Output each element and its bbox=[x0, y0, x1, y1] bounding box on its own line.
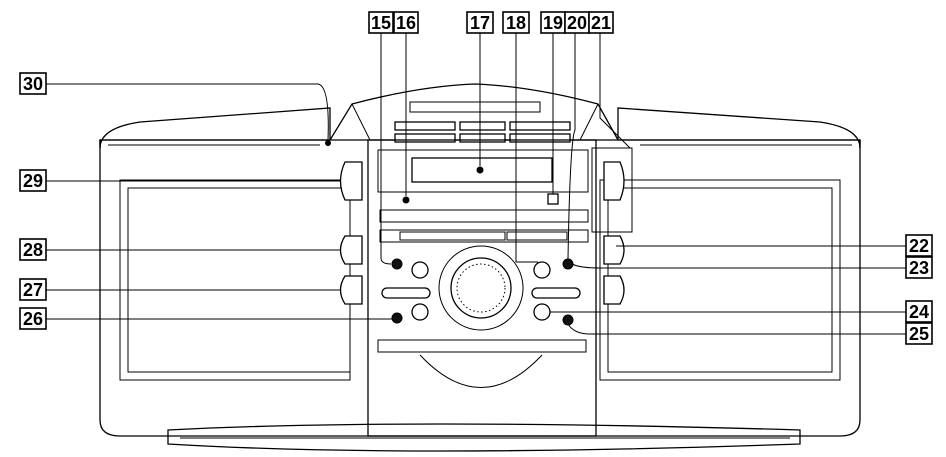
body-outline bbox=[99, 139, 861, 437]
lcd-display bbox=[411, 157, 553, 183]
callout-24: 24 bbox=[905, 300, 933, 323]
handle-grip bbox=[409, 101, 541, 113]
callout-19: 19 bbox=[540, 11, 566, 34]
svg-text:23: 23 bbox=[909, 258, 929, 278]
top-handle bbox=[329, 83, 619, 143]
eject-button[interactable] bbox=[547, 193, 559, 205]
display-window bbox=[377, 149, 589, 193]
svg-text:20: 20 bbox=[567, 13, 587, 33]
callout-29: 29 bbox=[19, 169, 47, 192]
leader-lines bbox=[46, 33, 906, 335]
handle-left-side bbox=[351, 103, 371, 141]
svg-text:21: 21 bbox=[591, 13, 611, 33]
callout-15: 15 bbox=[368, 11, 394, 34]
left-side-button-bottom[interactable] bbox=[339, 275, 363, 305]
power-indicator bbox=[325, 140, 331, 146]
right-speaker-outer bbox=[599, 179, 841, 381]
right-speaker-inner bbox=[607, 187, 833, 373]
button-round-left-upper[interactable] bbox=[411, 261, 429, 279]
button-left-lower[interactable] bbox=[391, 312, 403, 324]
button-round-right-lower[interactable] bbox=[533, 303, 551, 321]
cd-slot-upper bbox=[379, 209, 589, 223]
callout-16: 16 bbox=[393, 11, 419, 34]
top-button-1[interactable] bbox=[394, 121, 456, 131]
right-side-button-middle[interactable] bbox=[603, 235, 625, 265]
button-right-lower[interactable] bbox=[562, 314, 574, 326]
left-speaker-inner bbox=[127, 187, 351, 373]
jog-dial-ring bbox=[438, 245, 524, 331]
button-right-upper[interactable] bbox=[562, 258, 574, 270]
leader-15 bbox=[380, 33, 392, 265]
leader-30 bbox=[46, 83, 329, 141]
cd-slot-button-left[interactable] bbox=[399, 231, 506, 241]
top-button-4[interactable] bbox=[394, 133, 456, 143]
callout-18: 18 bbox=[502, 11, 530, 34]
leader-20 bbox=[567, 33, 576, 260]
callout-25: 25 bbox=[905, 322, 933, 345]
svg-text:24: 24 bbox=[909, 302, 929, 322]
callout-17: 17 bbox=[466, 11, 494, 34]
callout-26: 26 bbox=[19, 307, 47, 330]
left-speaker-outer bbox=[119, 179, 351, 381]
button-round-left-lower[interactable] bbox=[411, 303, 429, 321]
left-side-button-top[interactable] bbox=[339, 161, 363, 201]
top-button-6[interactable] bbox=[509, 133, 571, 143]
svg-text:27: 27 bbox=[23, 280, 43, 300]
callout-21: 21 bbox=[588, 11, 614, 34]
svg-text:15: 15 bbox=[371, 13, 391, 33]
svg-text:29: 29 bbox=[23, 171, 43, 191]
right-side-button-bottom[interactable] bbox=[603, 275, 625, 305]
leader-21 bbox=[599, 33, 631, 149]
leader-25 bbox=[567, 323, 906, 335]
svg-text:26: 26 bbox=[23, 309, 43, 329]
callout-22: 22 bbox=[905, 234, 933, 257]
leader-23 bbox=[571, 263, 906, 269]
base-stand bbox=[167, 423, 801, 452]
callout-labels: 15 16 17 18 19 20 21 22 bbox=[19, 11, 933, 345]
svg-text:18: 18 bbox=[506, 13, 526, 33]
cassette-label-strip bbox=[377, 339, 587, 353]
svg-text:28: 28 bbox=[23, 240, 43, 260]
center-panel-frame bbox=[367, 139, 597, 437]
leader-18 bbox=[515, 33, 538, 263]
callout-30: 30 bbox=[19, 72, 47, 95]
button-left-upper[interactable] bbox=[391, 258, 403, 270]
jog-dial-grip bbox=[456, 263, 506, 313]
remote-sensor bbox=[402, 196, 410, 204]
handle-outline bbox=[329, 83, 619, 141]
button-right-bar[interactable] bbox=[531, 287, 581, 299]
callout-27: 27 bbox=[19, 278, 47, 301]
top-button-2[interactable] bbox=[459, 121, 506, 131]
center-panel bbox=[367, 139, 597, 437]
svg-text:16: 16 bbox=[396, 13, 416, 33]
svg-text:22: 22 bbox=[909, 236, 929, 256]
svg-text:25: 25 bbox=[909, 324, 929, 344]
callout-23: 23 bbox=[905, 256, 933, 279]
top-left-ridge bbox=[99, 107, 331, 149]
top-right-ridge bbox=[617, 107, 861, 149]
svg-text:30: 30 bbox=[23, 74, 43, 94]
top-button-5[interactable] bbox=[459, 133, 506, 143]
callout-20: 20 bbox=[564, 11, 590, 34]
handle-right-side bbox=[579, 103, 599, 141]
top-button-3[interactable] bbox=[509, 121, 571, 131]
left-side-button-middle[interactable] bbox=[339, 235, 363, 265]
side-buttons bbox=[339, 147, 633, 305]
cd-slot-button-right[interactable] bbox=[506, 231, 568, 241]
button-left-bar[interactable] bbox=[381, 287, 431, 299]
button-round-right-upper[interactable] bbox=[533, 261, 551, 279]
right-side-bracket bbox=[591, 147, 633, 233]
display-indicator bbox=[476, 166, 484, 174]
cd-slot-lower bbox=[379, 229, 589, 243]
svg-text:17: 17 bbox=[470, 13, 490, 33]
svg-text:19: 19 bbox=[543, 13, 563, 33]
jog-dial[interactable] bbox=[450, 257, 512, 319]
right-side-button-top[interactable] bbox=[603, 161, 625, 201]
callout-28: 28 bbox=[19, 238, 47, 261]
cassette-door-arc bbox=[419, 354, 543, 388]
